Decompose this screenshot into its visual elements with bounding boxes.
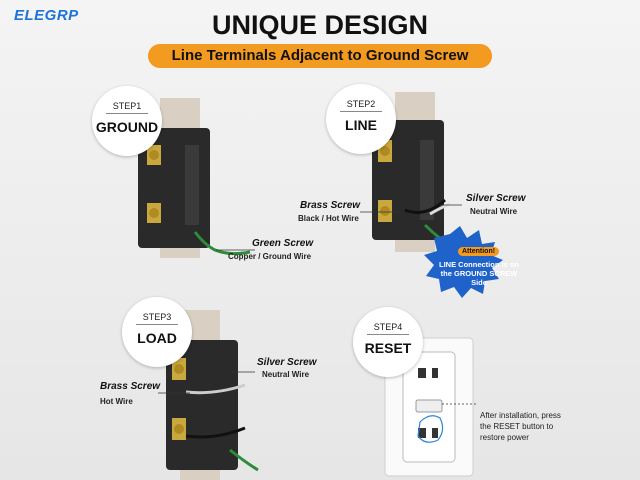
brand-logo: ELEGRP [14,7,79,24]
reset-instruction: After installation, press the RESET butt… [480,411,561,442]
step2-number: STEP2 [346,99,376,109]
copper-ground-wire-label: Copper / Ground Wire [228,252,312,261]
step1-divider [106,113,148,114]
step1-badge: STEP1 GROUND [92,86,162,156]
step2-brass-screw-label: Brass Screw [300,200,361,211]
step4-divider [367,334,409,335]
step2-outlet [360,92,503,298]
step2-title: LINE [345,117,377,133]
step1-outlet [138,98,255,258]
green-screw-label: Green Screw [252,238,314,249]
black-hot-wire-label: Black / Hot Wire [298,214,359,223]
attention-badge: Attention! [458,247,500,256]
step2-badge: STEP2 LINE [326,84,396,154]
step2-divider [340,111,382,112]
subtitle-banner: Line Terminals Adjacent to Ground Screw [148,44,492,68]
step4-outlet [384,337,478,477]
step3-silver-screw-label: Silver Screw [257,357,317,368]
step2-silver-screw-label: Silver Screw [466,193,526,204]
hot-wire-label: Hot Wire [100,397,133,406]
attention-callout: Attention! LINE Connection is on the GRO… [434,240,524,287]
step3-title: LOAD [137,330,177,346]
step1-title: GROUND [95,119,159,135]
attention-text: LINE Connection is on the GROUND SCREW S… [439,260,519,287]
step3-brass-screw-label: Brass Screw [100,381,161,392]
step1-number: STEP1 [112,101,142,111]
step4-title: RESET [364,340,412,356]
step3-neutral-wire-label: Neutral Wire [262,370,310,379]
step4-badge: STEP4 RESET [353,307,423,377]
page-title: UNIQUE DESIGN [211,10,429,40]
step4-number: STEP4 [373,322,403,332]
step3-number: STEP3 [142,312,172,322]
step3-badge: STEP3 LOAD [122,297,192,367]
step2-neutral-wire-label: Neutral Wire [470,207,518,216]
step3-divider [136,324,178,325]
